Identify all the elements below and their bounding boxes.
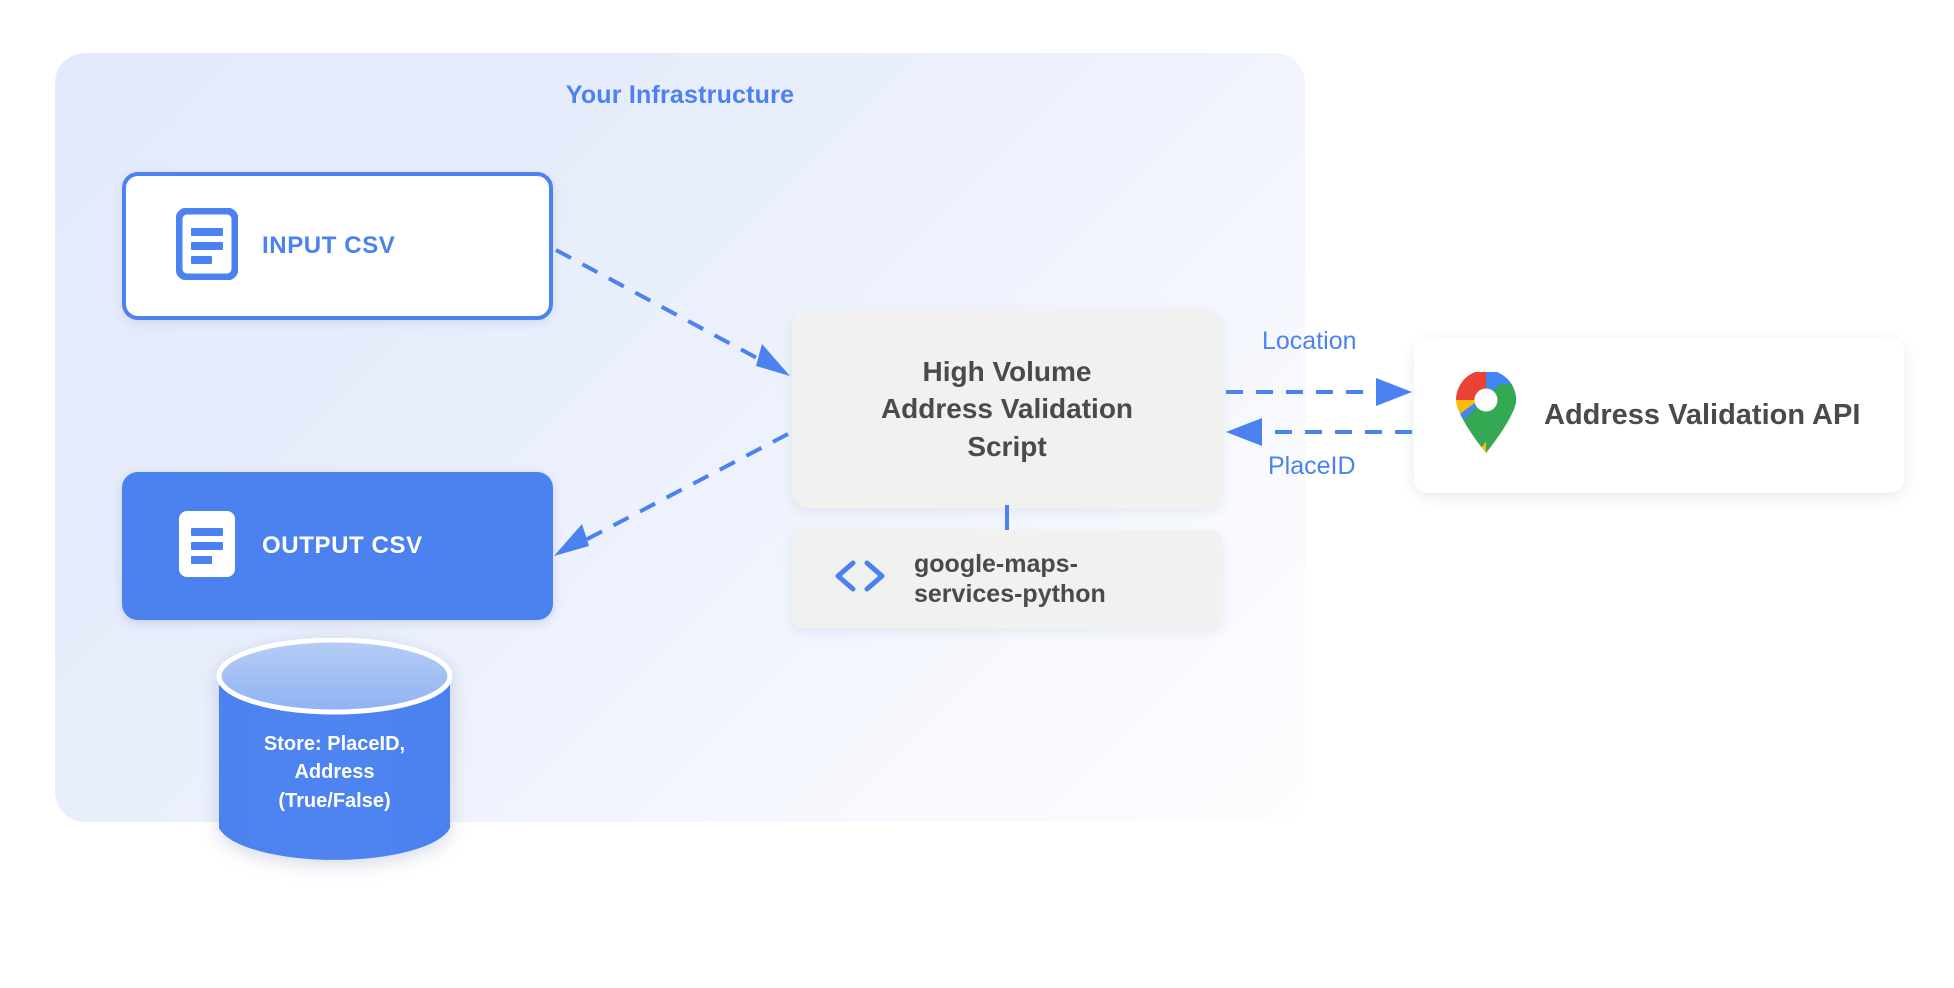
- output-csv-node[interactable]: OUTPUT CSV: [122, 472, 553, 620]
- script-library-connector: [1005, 505, 1009, 533]
- validation-script-label: High Volume Address Validation Script: [863, 353, 1151, 466]
- validation-script-node[interactable]: High Volume Address Validation Script: [792, 310, 1222, 508]
- edge-label-placeid: PlaceID: [1268, 452, 1356, 480]
- address-validation-api-label: Address Validation API: [1544, 399, 1861, 431]
- library-node[interactable]: google-maps- services-python: [792, 530, 1222, 628]
- validation-script-line2: Address Validation: [880, 393, 1134, 425]
- google-maps-pin-icon: [1454, 372, 1518, 459]
- edge-label-location: Location: [1262, 327, 1357, 355]
- address-validation-api-node[interactable]: Address Validation API: [1414, 338, 1904, 493]
- input-csv-node[interactable]: INPUT CSV: [122, 172, 553, 320]
- document-icon: [175, 207, 239, 285]
- library-label-line1: google-maps-: [914, 550, 1078, 578]
- code-brackets-icon: [832, 559, 888, 599]
- infrastructure-panel-title: Your Infrastructure: [565, 81, 795, 109]
- validation-script-line1: High Volume: [922, 355, 1092, 387]
- library-label-line2: services-python: [914, 580, 1106, 608]
- library-label: google-maps- services-python: [914, 549, 1106, 609]
- document-icon: [176, 508, 238, 585]
- output-csv-label: OUTPUT CSV: [262, 532, 423, 559]
- validation-script-line3: Script: [967, 430, 1047, 462]
- input-csv-label: INPUT CSV: [262, 232, 396, 259]
- database-cylinder-icon[interactable]: [213, 638, 456, 866]
